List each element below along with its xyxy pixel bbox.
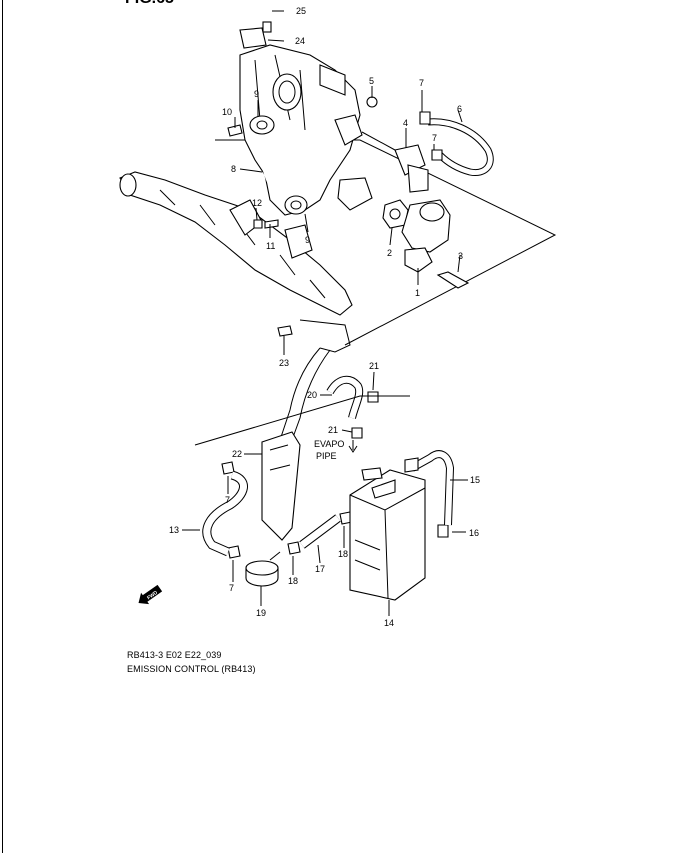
page-left-border xyxy=(2,0,3,853)
hose-13 xyxy=(202,470,248,557)
lower-assembly-frame xyxy=(194,395,410,446)
callout-7b: 7 xyxy=(432,133,437,143)
callout-24: 24 xyxy=(295,36,305,46)
callout-12: 12 xyxy=(252,198,262,208)
callout-18: 18 xyxy=(338,549,348,559)
callout-7d: 7 xyxy=(229,583,234,593)
bolts-and-clamps xyxy=(221,21,470,559)
callout-23: 23 xyxy=(279,358,289,368)
callout-5: 5 xyxy=(369,76,374,86)
callout-3: 3 xyxy=(458,251,463,261)
callout-19: 19 xyxy=(256,608,266,618)
callout-14: 14 xyxy=(384,618,394,628)
diagram-code: RB413-3 E02 E22_039 xyxy=(127,650,222,660)
egr-pipe xyxy=(249,115,308,215)
callout-16: 16 xyxy=(469,528,479,538)
callout-13: 13 xyxy=(169,525,179,535)
callout-10: 10 xyxy=(222,107,232,117)
callout-21b: 21 xyxy=(328,425,338,435)
callout-21: 21 xyxy=(369,361,379,371)
callout-18b: 18 xyxy=(288,576,298,586)
evapo-label-line2: PIPE xyxy=(316,451,337,461)
callout-4: 4 xyxy=(403,118,408,128)
egr-valve xyxy=(337,177,451,273)
callout-6: 6 xyxy=(457,104,462,114)
callout-9: 9 xyxy=(254,89,259,99)
figure-number: FIG.65 xyxy=(125,0,174,8)
callout-17: 17 xyxy=(315,564,325,574)
callout-2: 2 xyxy=(387,248,392,258)
callout-7: 7 xyxy=(419,78,424,88)
callout-15: 15 xyxy=(470,475,480,485)
callout-11: 11 xyxy=(266,241,275,251)
callout-22: 22 xyxy=(232,449,242,459)
vacuum-switching-valve xyxy=(361,131,429,193)
evap-pipe-bracket xyxy=(261,319,351,541)
charcoal-canister xyxy=(349,457,426,601)
callout-7c: 7 xyxy=(225,495,230,505)
hose-15 xyxy=(410,450,455,526)
diagram-title: EMISSION CONTROL (RB413) xyxy=(127,664,256,674)
two-way-valve xyxy=(245,551,281,587)
hose-17 xyxy=(299,514,341,549)
front-direction-marker: FWD xyxy=(138,584,163,605)
evapo-label-line1: EVAPO xyxy=(314,439,344,449)
vacuum-hose-6 xyxy=(427,118,494,177)
callout-25: 25 xyxy=(296,6,306,16)
callout-20: 20 xyxy=(307,390,317,400)
hose-20 xyxy=(326,375,364,419)
intake-manifold xyxy=(239,44,363,216)
callout-labels: 25 24 5 7 6 10 9 4 7 8 12 11 9 2 3 1 23 … xyxy=(169,6,480,628)
callout-9b: 9 xyxy=(305,235,310,245)
leader-lines xyxy=(182,10,468,616)
callout-1: 1 xyxy=(415,288,420,298)
callout-8: 8 xyxy=(231,164,236,174)
front-marker-text: FWD xyxy=(146,590,159,602)
